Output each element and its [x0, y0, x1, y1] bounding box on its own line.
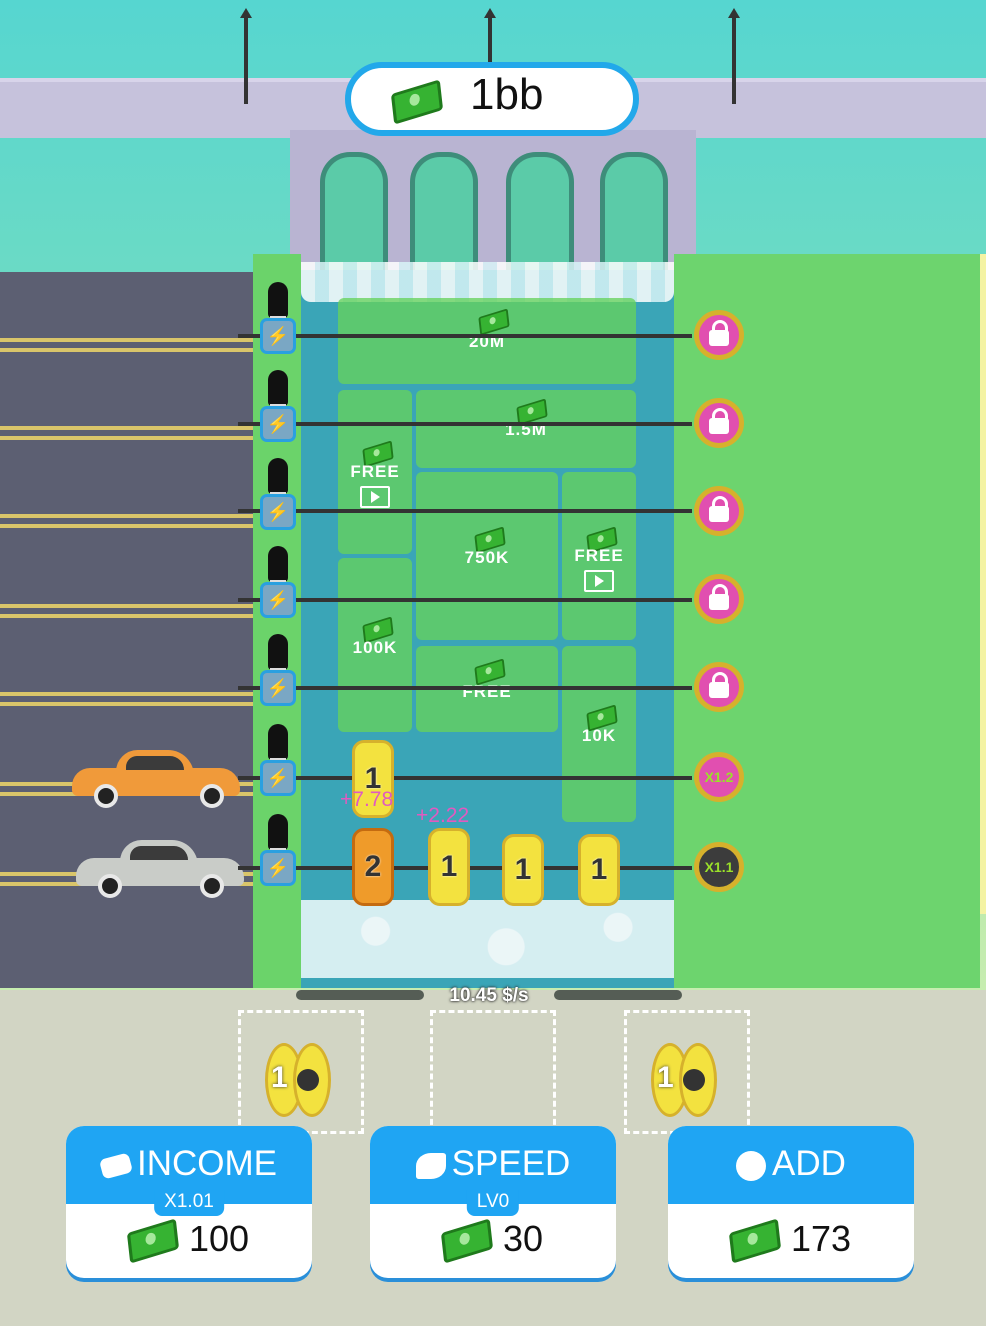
block-free-video-1[interactable]: FREE — [338, 390, 412, 554]
spool-wheel[interactable]: 1 — [651, 1043, 721, 1117]
block-price: 750K — [464, 548, 510, 567]
power-wire — [238, 422, 692, 426]
lane-marking — [0, 426, 254, 444]
charger-plug — [268, 814, 288, 856]
turbine-wheel[interactable]: 1 — [428, 828, 470, 906]
bolt-icon: ⚡ — [260, 582, 296, 618]
bolt-icon: ⚡ — [260, 318, 296, 354]
gear-icon — [297, 1069, 319, 1091]
income-label: INCOME — [137, 1144, 277, 1183]
block-free-video-2[interactable]: FREE — [562, 472, 636, 640]
add-button[interactable]: ADD 173 — [668, 1126, 914, 1278]
water-foam-top — [301, 262, 674, 302]
charger-plug — [268, 724, 288, 766]
charger-plug — [268, 282, 288, 324]
lock-icon[interactable] — [694, 398, 744, 448]
income-popup: +2.22 — [416, 804, 470, 827]
lamp-pole — [484, 8, 496, 104]
block-20m[interactable]: 20M — [338, 298, 636, 384]
income-multiplier: X1.01 — [154, 1190, 224, 1216]
speed-button[interactable]: SPEED LV0 30 — [370, 1126, 616, 1278]
income-icon — [98, 1152, 134, 1180]
income-cost: 100 — [188, 1218, 250, 1259]
cash-icon — [126, 1218, 180, 1265]
lamp-pole — [728, 8, 740, 104]
block-100k[interactable]: 100K — [338, 558, 412, 732]
lock-icon[interactable] — [694, 574, 744, 624]
rate-bar-right — [554, 990, 682, 1000]
bolt-icon: ⚡ — [260, 406, 296, 442]
rate-bar-left — [296, 990, 424, 1000]
power-wire — [238, 334, 692, 338]
charger-plug — [268, 370, 288, 412]
bolt-icon: ⚡ — [260, 760, 296, 796]
spool-level: 1 — [657, 1061, 674, 1094]
cash-icon — [390, 79, 444, 125]
wheel-slot[interactable] — [430, 1010, 556, 1134]
cash-icon — [440, 1218, 494, 1265]
grass-edge — [980, 254, 986, 914]
money-amount: 1bb — [470, 70, 544, 119]
block-price: 100K — [352, 638, 398, 657]
wheel-slot[interactable]: 1 — [624, 1010, 750, 1134]
video-icon — [360, 486, 390, 508]
lamp-pole — [240, 8, 252, 104]
spool-wheel[interactable]: 1 — [265, 1043, 335, 1117]
bolt-icon: ⚡ — [260, 850, 296, 886]
block-price: FREE — [462, 682, 512, 701]
gear-icon — [736, 1150, 767, 1181]
power-wire — [238, 776, 692, 780]
lane-marking — [0, 338, 254, 356]
block-1-5m[interactable]: 1.5M — [416, 390, 636, 468]
lane-marking — [0, 514, 254, 532]
turbine-wheel[interactable]: 2 — [352, 828, 394, 906]
power-wire — [238, 509, 692, 513]
bolt-icon: ⚡ — [260, 670, 296, 706]
power-wire — [238, 598, 692, 602]
lock-icon[interactable] — [694, 662, 744, 712]
income-rate: 10.45 $/s — [449, 985, 529, 1006]
block-price: FREE — [350, 462, 400, 481]
lock-icon[interactable] — [694, 310, 744, 360]
turbine-wheel[interactable]: 1 — [578, 834, 620, 906]
block-10k[interactable]: 10K — [562, 646, 636, 822]
gear-icon — [683, 1069, 705, 1091]
wheel-slot[interactable]: 1 — [238, 1010, 364, 1134]
cash-icon — [728, 1218, 782, 1265]
add-cost: 173 — [790, 1218, 852, 1259]
spool-level: 1 — [271, 1061, 288, 1094]
speed-label: SPEED — [451, 1144, 571, 1183]
bolt-icon: ⚡ — [260, 494, 296, 530]
charger-plug — [268, 634, 288, 676]
income-button[interactable]: INCOME X1.01 100 — [66, 1126, 312, 1278]
add-label: ADD — [772, 1144, 846, 1183]
car-orange — [72, 750, 240, 808]
water-foam-bottom — [301, 900, 674, 978]
money-display — [345, 62, 639, 136]
lane-marking — [0, 604, 254, 622]
power-wire — [238, 686, 692, 690]
speed-icon — [415, 1152, 446, 1179]
charger-plug — [268, 458, 288, 500]
multiplier-badge: X1.1 — [694, 842, 744, 892]
turbine-wheel[interactable]: 1 — [352, 740, 394, 818]
turbine-wheel[interactable]: 1 — [502, 834, 544, 906]
block-price: FREE — [574, 546, 624, 565]
multiplier-badge: X1.2 — [694, 752, 744, 802]
block-750k[interactable]: 750K — [416, 472, 558, 640]
video-icon — [584, 570, 614, 592]
speed-cost: 30 — [502, 1218, 544, 1259]
charger-plug — [268, 546, 288, 588]
lane-marking — [0, 692, 254, 710]
lock-icon[interactable] — [694, 486, 744, 536]
income-popup: +7.78 — [340, 788, 394, 811]
block-price: 10K — [581, 726, 617, 745]
car-silver — [76, 840, 244, 898]
speed-level: LV0 — [466, 1190, 520, 1216]
